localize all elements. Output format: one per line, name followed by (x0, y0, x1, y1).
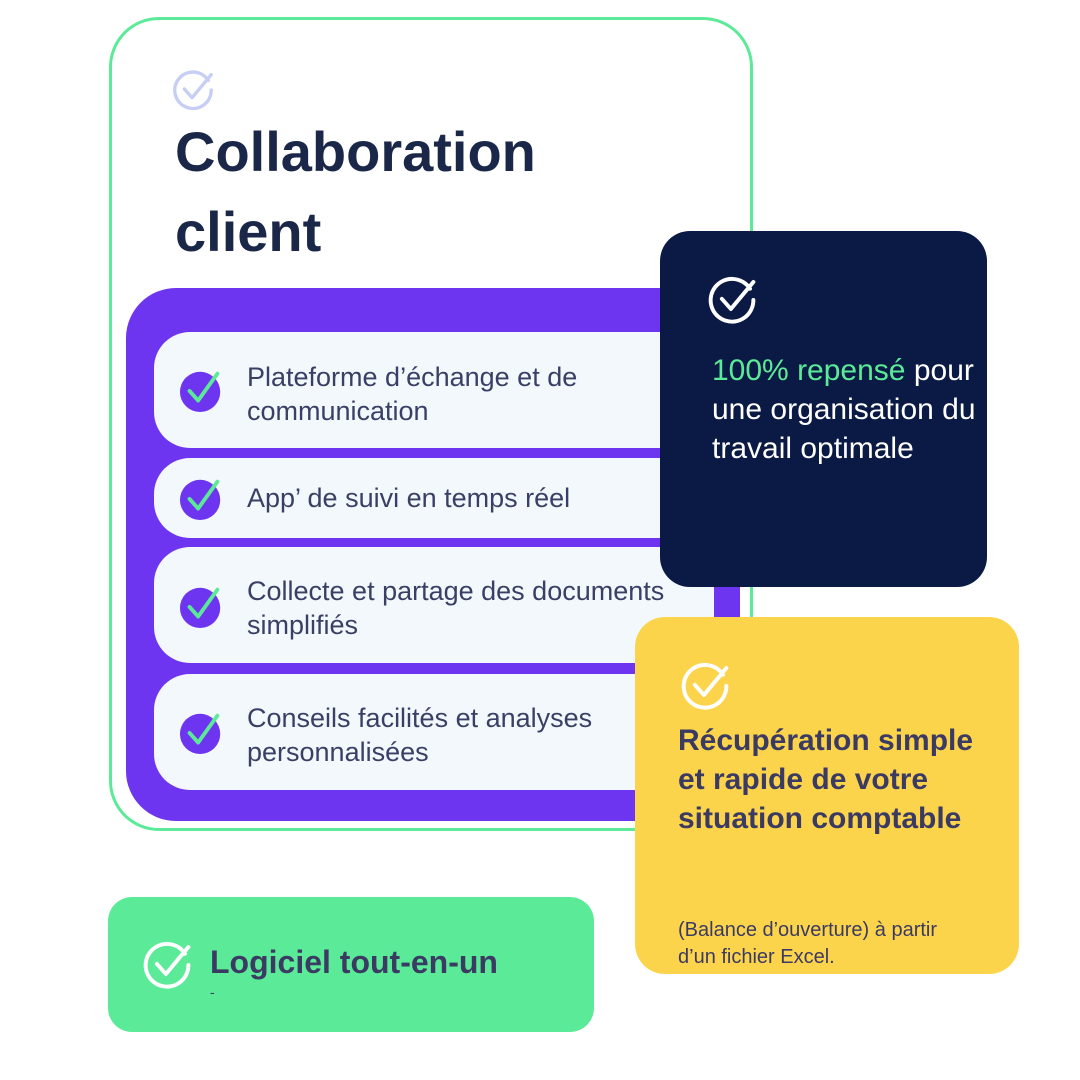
feature-item: Collecte et partage des documents simpli… (154, 547, 714, 663)
redesign-accent: 100% repensé (712, 354, 906, 387)
check-circle-filled-icon (179, 371, 221, 413)
redesign-body: pour une organisation du travail optimal… (712, 354, 976, 465)
import-note: (Balance d’ouverture) à partir d’un fich… (678, 919, 938, 968)
all-in-one-subtext: - (210, 984, 215, 1000)
feature-item: Conseils facilités et analyses personnal… (154, 674, 714, 790)
all-in-one-title: Logiciel tout-en-un (210, 944, 498, 980)
feature-label: Conseils facilités et analyses personnal… (247, 703, 593, 767)
import-title: Récupération simple et rapide de votre s… (678, 724, 974, 835)
check-circle-outline-icon (708, 276, 756, 324)
redesign-text: 100% repensé pour une organisation du tr… (712, 351, 982, 468)
feature-label: Plateforme d’échange et de communication (247, 362, 578, 426)
check-circle-filled-icon (179, 587, 221, 629)
feature-label: Collecte et partage des documents simpli… (247, 576, 665, 640)
feature-item: App’ de suivi en temps réel (154, 458, 714, 538)
check-circle-outline-icon (681, 662, 729, 710)
check-circle-filled-icon (179, 479, 221, 521)
feature-item: Plateforme d’échange et de communication (154, 332, 714, 448)
check-circle-outline-icon (173, 70, 213, 111)
import-card (635, 617, 1019, 974)
feature-label: App’ de suivi en temps réel (247, 483, 571, 513)
collaboration-title: Collaboration client (175, 120, 536, 263)
check-circle-filled-icon (179, 713, 221, 755)
check-circle-outline-icon (143, 941, 191, 989)
